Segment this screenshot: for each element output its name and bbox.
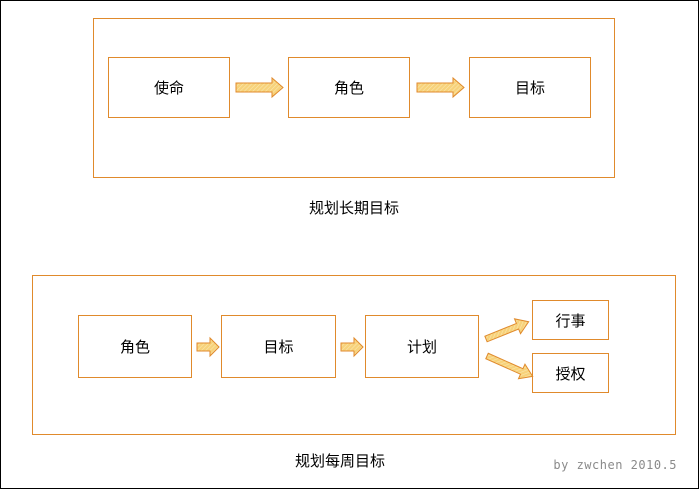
long-term-caption: 规划长期目标	[308, 199, 399, 217]
arrow-mission-to-role	[235, 76, 284, 99]
arrow-plan-to-act	[484, 318, 530, 343]
weekly-node-role: 角色	[78, 315, 192, 378]
long-term-group	[93, 18, 615, 178]
node-role: 角色	[288, 57, 410, 118]
arrow-plan-to-delegate	[485, 352, 534, 380]
node-goal: 目标	[469, 57, 591, 118]
weekly-node-goal: 目标	[221, 315, 336, 378]
weekly-group	[32, 275, 676, 435]
weekly-caption: 规划每周目标	[294, 452, 385, 470]
arrow-role-to-goal	[416, 76, 465, 99]
arrow-weekly-role-to-goal	[196, 336, 220, 358]
arrow-weekly-goal-to-plan	[340, 336, 364, 358]
weekly-node-plan: 计划	[365, 315, 479, 378]
credit-text: by zwchen 2010.5	[553, 458, 677, 472]
outcome-act: 行事	[532, 300, 609, 340]
outcome-delegate: 授权	[532, 353, 609, 393]
node-mission: 使命	[108, 57, 230, 118]
